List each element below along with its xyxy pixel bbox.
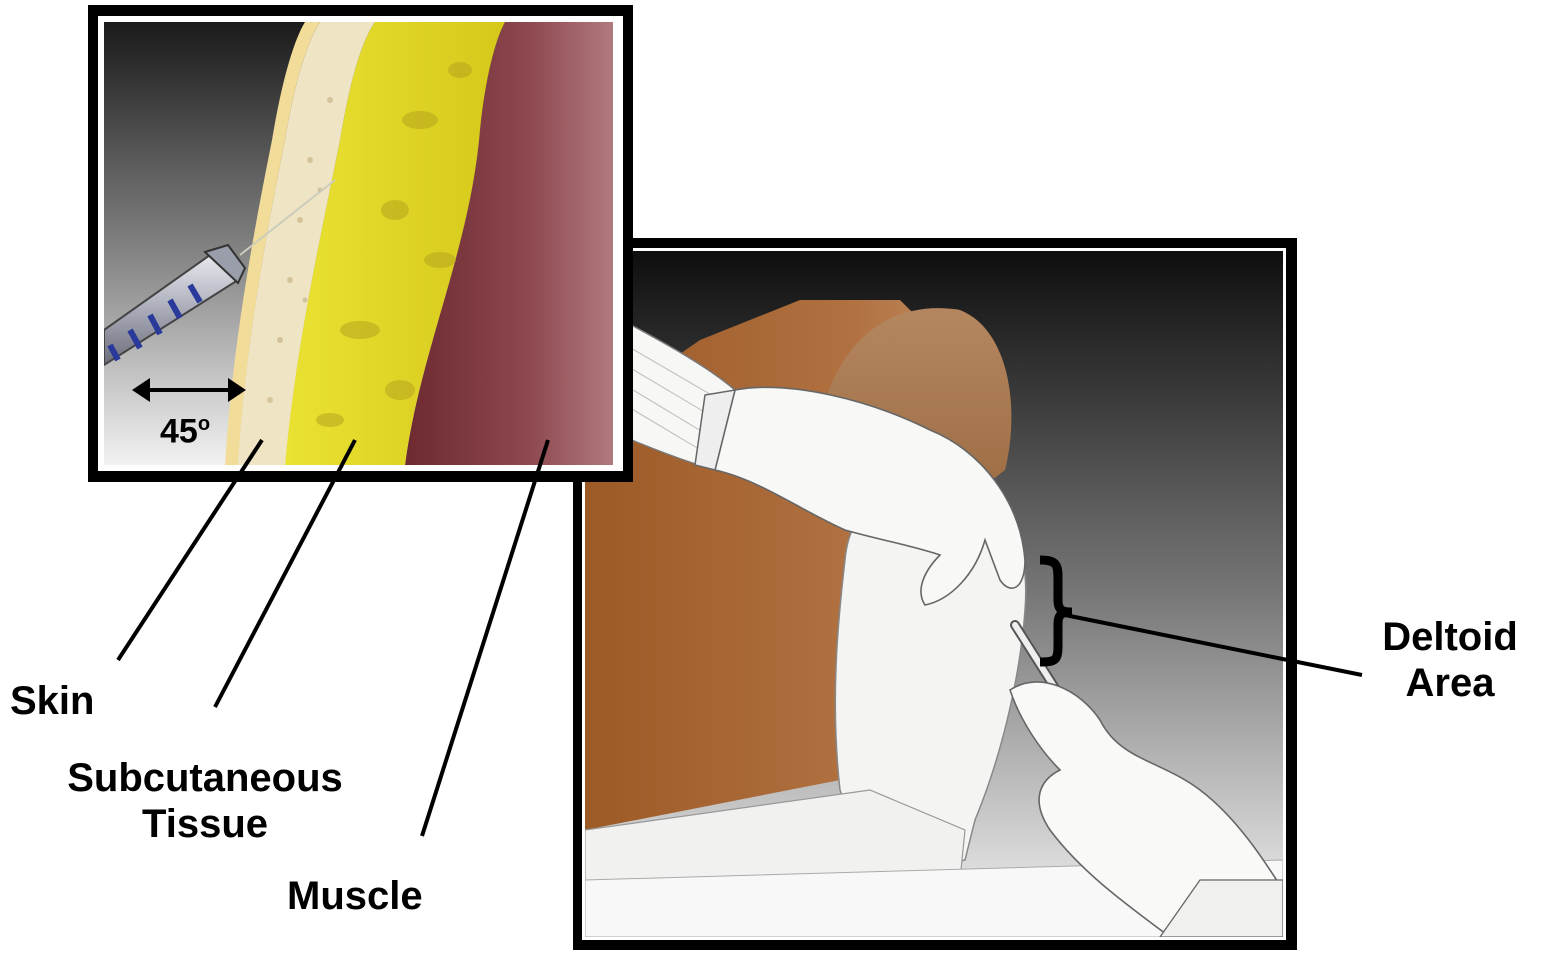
muscle-label: Muscle [287,873,423,919]
subcutaneous-line-1: Subcutaneous [30,755,380,801]
skin-label: Skin [10,678,94,724]
muscle-leader [422,440,548,836]
subcutaneous-tissue-label: Subcutaneous Tissue [30,755,380,847]
deltoid-area-label: Deltoid Area [1355,614,1545,706]
deltoid-line-1: Deltoid [1355,614,1545,660]
subcutaneous-line-2: Tissue [30,801,380,847]
angle-label: 45o [160,404,210,451]
arm-illustration-panel [573,238,1297,950]
deltoid-line-2: Area [1355,660,1545,706]
